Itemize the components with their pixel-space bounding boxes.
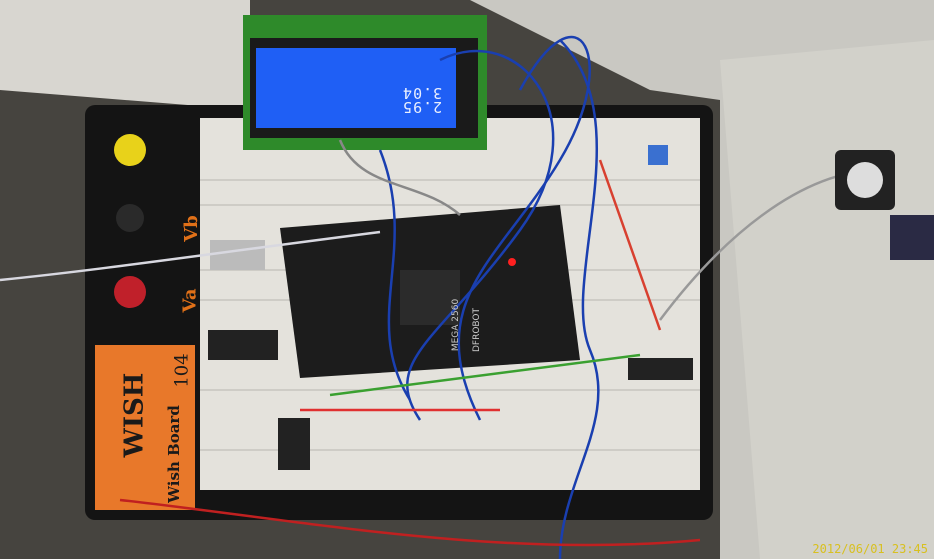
usb-connector <box>210 240 265 270</box>
sensor-module-2 <box>890 215 934 260</box>
timestamp: 2012/06/01 23:45 <box>812 542 928 556</box>
paper-left <box>0 0 250 110</box>
arduino-brand: DFROBOT <box>472 307 483 353</box>
potentiometer <box>648 145 668 165</box>
label-number: 104 <box>171 353 193 388</box>
label-va: Va <box>179 288 201 313</box>
black-terminal <box>116 204 144 232</box>
power-led <box>508 258 516 266</box>
red-terminal <box>114 276 146 308</box>
arduino-label: MEGA 2560 <box>451 298 462 352</box>
button-component <box>278 418 310 470</box>
label-vb: Vb <box>180 215 202 242</box>
wish-panel <box>95 345 195 510</box>
label-model: Wish Board <box>164 405 183 503</box>
yellow-terminal <box>114 134 146 166</box>
label-brand: WISH <box>119 372 150 458</box>
header-component <box>628 358 693 380</box>
lcd-line2: 2.95 <box>402 98 443 116</box>
wires <box>0 36 881 559</box>
power-jack <box>208 330 278 360</box>
lcd-screen <box>256 48 456 128</box>
